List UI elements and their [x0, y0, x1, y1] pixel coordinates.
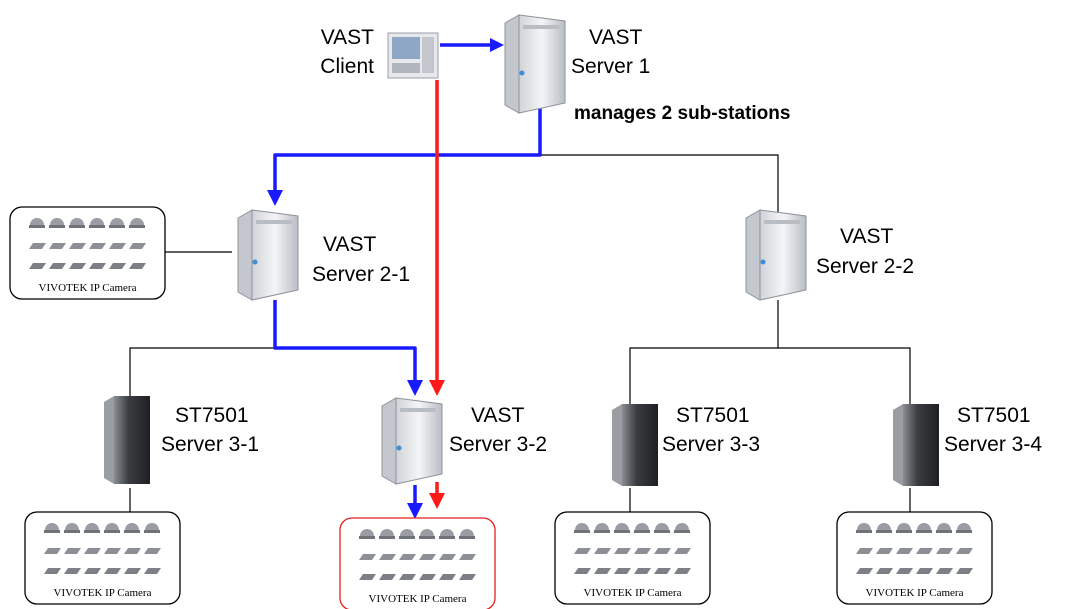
server1-label-line2: Server 1 — [571, 55, 650, 78]
st7501-nvr-icon — [104, 396, 150, 484]
camera-group-server3-1: VIVOTEK IP Camera — [24, 511, 181, 605]
tower-server-icon — [504, 14, 566, 114]
ip-camera-icon — [856, 523, 973, 574]
ip-camera-icon — [44, 523, 161, 574]
server3-1-label-line1: ST7501 — [175, 404, 249, 427]
server3-2-label-line1: VAST — [471, 404, 524, 427]
camera-group-server3-3: VIVOTEK IP Camera — [554, 511, 711, 605]
camera-group-server3-2: VIVOTEK IP Camera — [339, 517, 496, 609]
camera-caption: VIVOTEK IP Camera — [39, 282, 137, 294]
server1-label-line1: VAST — [589, 26, 642, 49]
red-path — [429, 80, 445, 509]
st7501-server-3-4-node: ST7501 Server 3-4 — [893, 404, 1042, 486]
server3-2-label-line2: Server 3-2 — [449, 433, 547, 456]
st7501-nvr-icon — [612, 404, 658, 486]
ip-camera-icon — [29, 218, 146, 269]
ip-camera-icon — [359, 529, 476, 580]
camera-caption: VIVOTEK IP Camera — [54, 587, 152, 599]
vast-client-node: VAST Client — [320, 26, 439, 79]
server3-3-label-line1: ST7501 — [676, 404, 750, 427]
server2-1-label-line2: Server 2-1 — [312, 263, 410, 286]
client-label-line2: Client — [320, 55, 374, 78]
st7501-server-3-3-node: ST7501 Server 3-3 — [612, 404, 760, 486]
vast-server-1-node: VAST Server 1 manages 2 sub-stations — [504, 14, 790, 124]
camera-group-server3-4: VIVOTEK IP Camera — [836, 511, 993, 605]
blue-path — [267, 38, 542, 519]
camera-caption: VIVOTEK IP Camera — [866, 587, 964, 599]
st7501-nvr-icon — [893, 404, 939, 486]
server2-2-label-line1: VAST — [840, 225, 893, 248]
blue-server2-1-to-server3-2 — [273, 300, 417, 382]
server2-1-label-line1: VAST — [323, 233, 376, 256]
camera-caption: VIVOTEK IP Camera — [369, 593, 467, 605]
tree-lines — [129, 154, 911, 512]
vast-server-2-2-node: VAST Server 2-2 — [745, 209, 914, 301]
server2-2-label-line2: Server 2-2 — [816, 255, 914, 278]
line-server2-1-branch — [129, 347, 275, 404]
vast-server-2-1-node: VAST Server 2-1 — [237, 209, 410, 301]
vast-server-3-2-node: VAST Server 3-2 — [381, 397, 547, 485]
server3-3-label-line2: Server 3-3 — [662, 433, 760, 456]
tower-server-icon — [745, 209, 807, 301]
st7501-server-3-1-node: ST7501 Server 3-1 — [104, 396, 259, 484]
ip-camera-icon — [574, 523, 691, 574]
server3-1-label-line2: Server 3-1 — [161, 433, 259, 456]
line-server2-2-branch — [629, 300, 911, 404]
tower-server-icon — [237, 209, 299, 301]
blue-server1-to-server2-1 — [273, 100, 542, 192]
server3-4-label-line2: Server 3-4 — [944, 433, 1042, 456]
line-server1-to-server2-2 — [540, 154, 779, 212]
server3-4-label-line1: ST7501 — [957, 404, 1031, 427]
tower-server-icon — [381, 397, 443, 485]
client-pc-icon — [387, 32, 439, 79]
server1-note: manages 2 sub-stations — [574, 103, 790, 124]
camera-group-server2-1: VIVOTEK IP Camera — [9, 206, 166, 300]
client-label-line1: VAST — [321, 26, 374, 49]
camera-caption: VIVOTEK IP Camera — [584, 587, 682, 599]
